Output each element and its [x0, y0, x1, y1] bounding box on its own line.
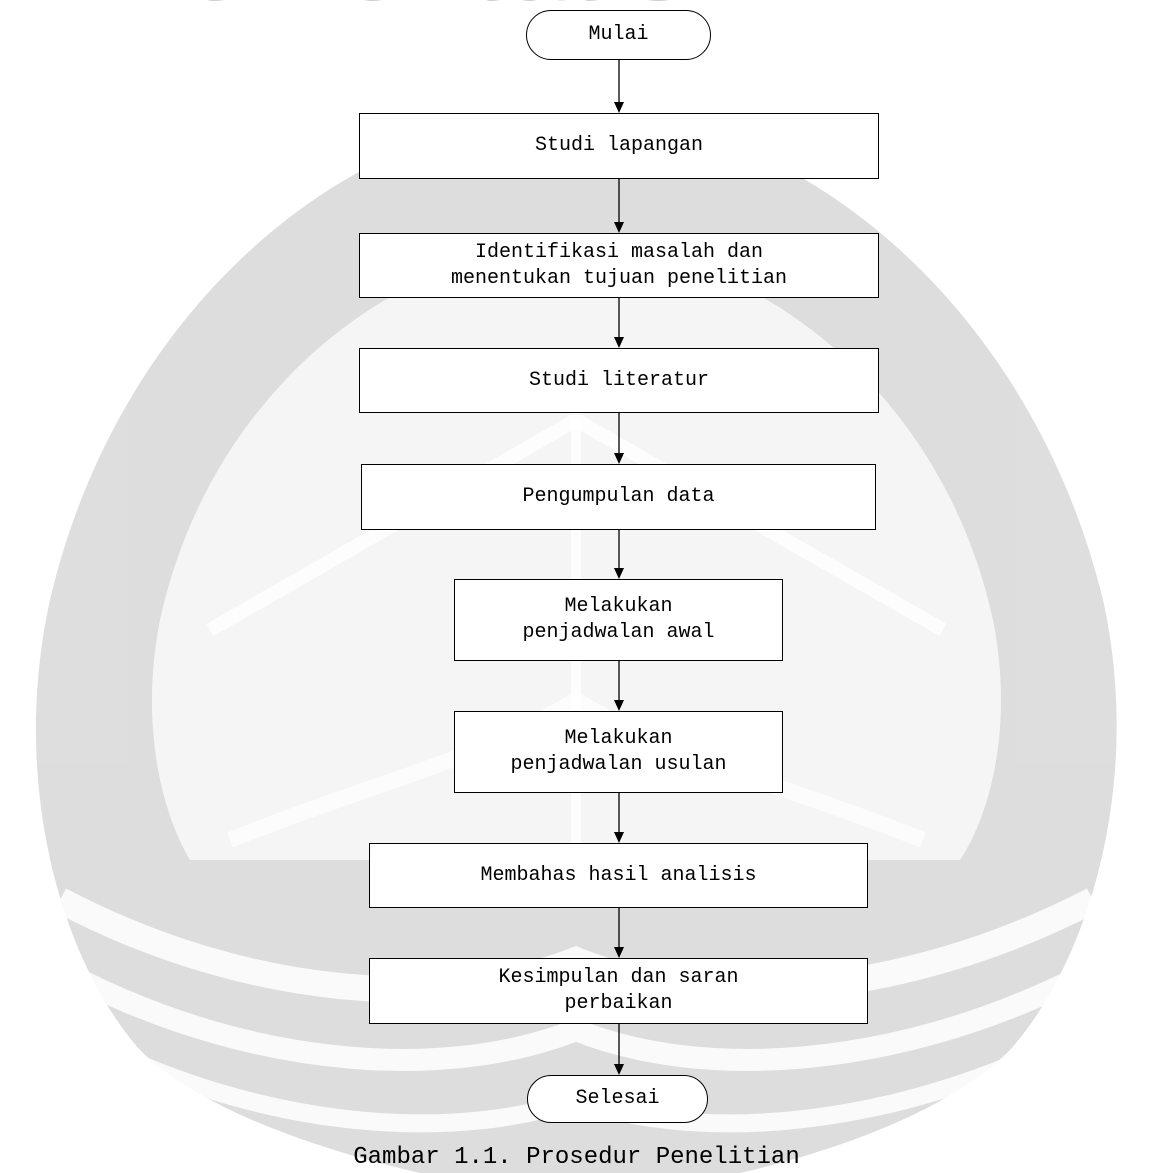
process-box-penjadwalan-usulan: Melakukan penjadwalan usulan	[454, 711, 783, 793]
start-label: Mulai	[588, 23, 649, 46]
step-line: Studi lapangan	[534, 134, 704, 157]
end-terminal: Selesai	[527, 1075, 708, 1123]
step-line: Pengumpulan data	[522, 485, 715, 508]
step-line: Identifikasi masalah dan	[474, 240, 764, 264]
step-line: Kesimpulan dan saran	[498, 966, 739, 989]
arrowhead	[614, 947, 624, 958]
process-box-penjadwalan-awal: Melakukan penjadwalan awal	[454, 579, 783, 661]
process-box-identifikasi-masalah: Identifikasi masalah dan menentukan tuju…	[359, 233, 879, 298]
step-line: Melakukan	[564, 727, 673, 750]
figure-caption: Gambar 1.1. Prosedur Penelitian	[353, 1144, 800, 1171]
arrowhead	[614, 1064, 624, 1075]
step-line: penjadwalan usulan	[510, 753, 727, 776]
end-label: Selesai	[575, 1087, 660, 1110]
process-box-kesimpulan: Kesimpulan dan saran perbaikan	[369, 958, 868, 1024]
arrowhead	[614, 568, 624, 579]
arrowhead	[614, 102, 624, 113]
arrowhead	[614, 832, 624, 843]
process-box-studi-literatur: Studi literatur	[359, 348, 879, 413]
process-box-studi-lapangan: Studi lapangan	[359, 113, 879, 179]
arrowhead	[614, 700, 624, 711]
step-line: Studi literatur	[528, 368, 710, 392]
arrowhead	[614, 453, 624, 464]
step-line: perbaikan	[564, 992, 673, 1015]
step-line: penjadwalan awal	[522, 621, 715, 644]
process-box-pengumpulan-data: Pengumpulan data	[361, 464, 876, 530]
process-box-membahas-hasil: Membahas hasil analisis	[369, 843, 868, 908]
step-line: Melakukan	[564, 595, 673, 618]
arrowhead	[614, 337, 624, 348]
start-terminal: Mulai	[526, 10, 711, 60]
step-line: menentukan tujuan penelitian	[450, 266, 788, 290]
step-line: Membahas hasil analisis	[480, 863, 757, 887]
arrowhead	[614, 222, 624, 233]
